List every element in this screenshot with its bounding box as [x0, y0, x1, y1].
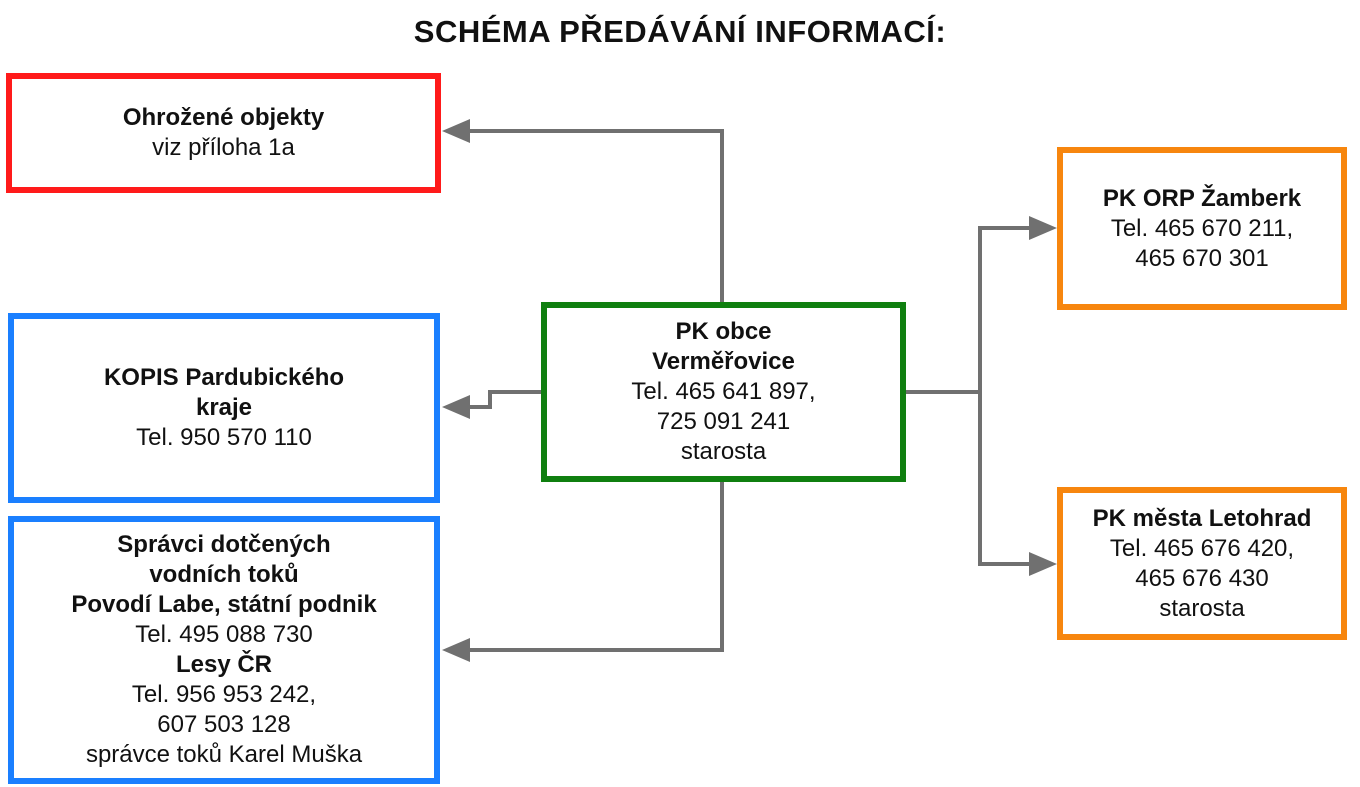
center-name-line1: PK obce: [675, 318, 772, 345]
arrowhead-letohrad: [1029, 552, 1057, 576]
orp-phone2: 465 670 301: [1135, 244, 1269, 272]
letohrad-role: starosta: [1159, 594, 1245, 622]
arrow-to-kopis: [470, 390, 541, 409]
threatened-detail: viz příloha 1a: [152, 134, 295, 161]
orp-phone1: Tel. 465 670 211,: [1110, 214, 1294, 242]
diagram-title: SCHÉMA PŘEDÁVÁNÍ INFORMACÍ:: [413, 14, 947, 49]
center-name-line2: Verměřovice: [652, 348, 795, 375]
river-managers-box: Správci dotčených vodních toků Povodí La…: [8, 516, 440, 784]
orp-zamberk-box: PK ORP Žamberk Tel. 465 670 211, 465 670…: [1057, 147, 1347, 310]
kopis-name-line2: kraje: [195, 394, 253, 421]
managers-org2: Lesy ČR: [175, 651, 273, 678]
managers-org2-phone1: Tel. 956 953 242,: [131, 681, 317, 708]
arrowhead-threatened: [442, 119, 470, 143]
letohrad-name: PK města Letohrad: [1092, 504, 1312, 532]
threatened-objects-box: Ohrožené objekty viz příloha 1a: [6, 73, 441, 193]
managers-org1: Povodí Labe, státní podnik: [71, 591, 377, 618]
arrow-to-threatened: [470, 129, 724, 302]
arrow-to-orp: [978, 226, 1029, 392]
threatened-name: Ohrožené objekty: [122, 104, 325, 131]
kopis-phone: Tel. 950 570 110: [136, 424, 312, 451]
center-phone2: 725 091 241: [656, 408, 791, 435]
arrow-to-letohrad: [978, 392, 1029, 566]
managers-org1-phone: Tel. 495 088 730: [135, 621, 313, 648]
managers-contact: správce toků Karel Muška: [85, 741, 363, 768]
letohrad-phone2: 465 676 430: [1135, 564, 1269, 592]
orp-name: PK ORP Žamberk: [1102, 184, 1302, 212]
letohrad-phone1: Tel. 465 676 420,: [1109, 534, 1295, 562]
managers-org2-phone2: 607 503 128: [157, 711, 291, 738]
managers-name-line2: vodních toků: [149, 561, 299, 588]
arrowhead-kopis: [442, 395, 470, 419]
arrow-to-managers: [470, 482, 724, 652]
managers-name-line1: Správci dotčených: [117, 531, 331, 558]
center-phone1: Tel. 465 641 897,: [631, 378, 816, 405]
center-municipality-box: PK obce Verměřovice Tel. 465 641 897, 72…: [541, 302, 906, 482]
center-role: starosta: [680, 438, 767, 465]
kopis-name-line1: KOPIS Pardubického: [103, 364, 345, 391]
kopis-box: KOPIS Pardubického kraje Tel. 950 570 11…: [8, 313, 440, 503]
letohrad-box: PK města Letohrad Tel. 465 676 420, 465 …: [1057, 487, 1347, 640]
arrowhead-orp: [1029, 216, 1057, 240]
arrowhead-managers: [442, 638, 470, 662]
